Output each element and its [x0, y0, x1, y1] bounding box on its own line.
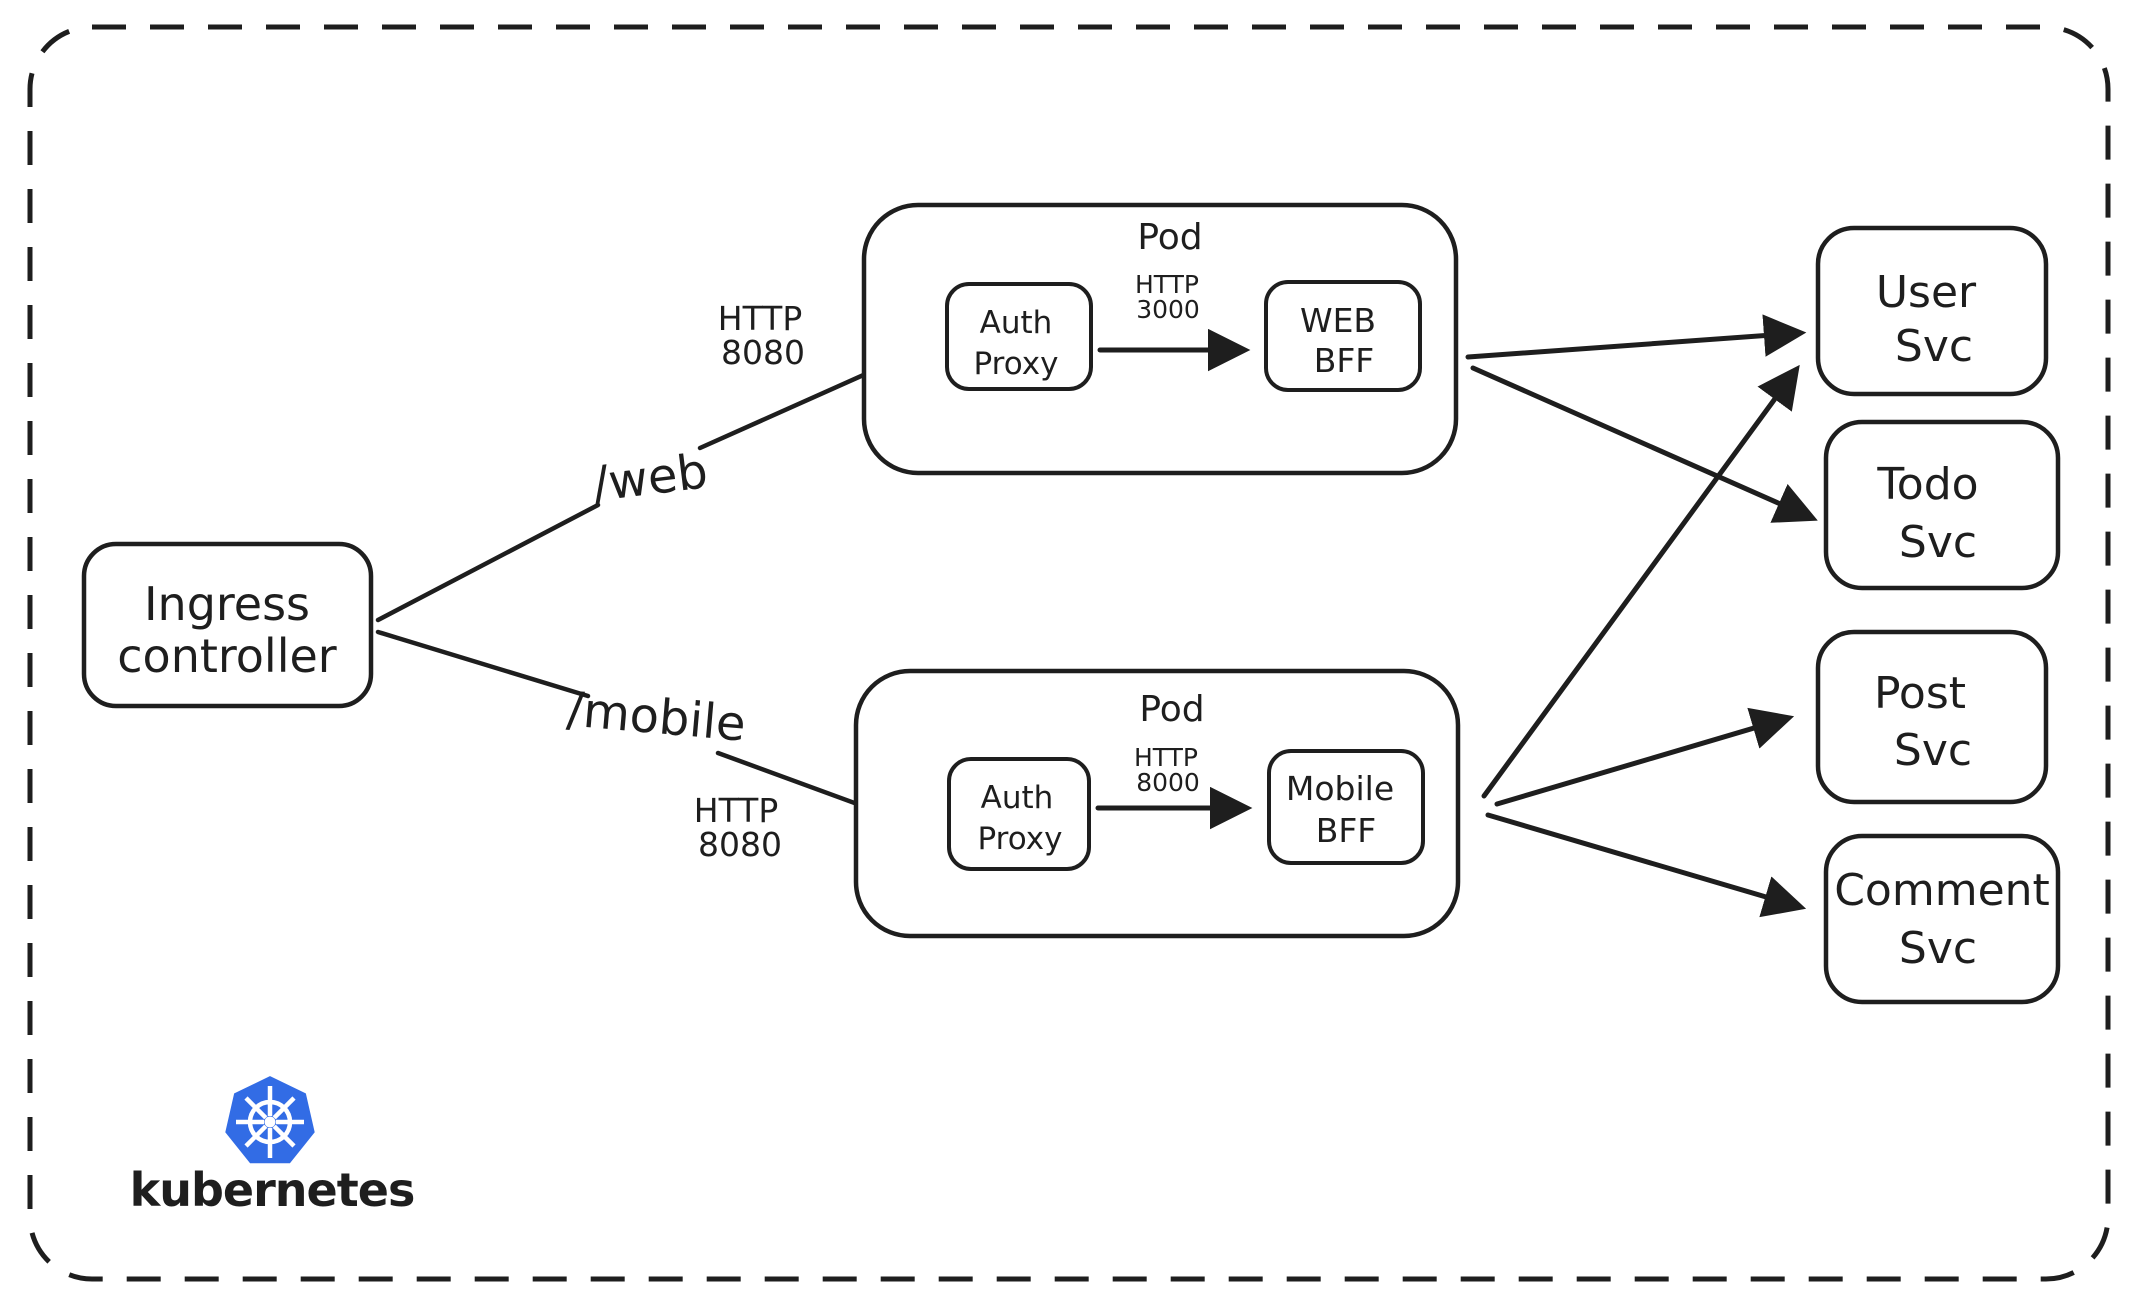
service-post-node: Post Svc [1815, 629, 2049, 805]
mobile-auth-proxy-label-line2: Proxy [978, 821, 1063, 857]
service-post-box [1815, 629, 2049, 805]
mobile-bff-label-line1: Mobile [1286, 769, 1394, 808]
mobile-pod-title: Pod [1139, 689, 1204, 730]
web-bff-label-line1: WEB [1300, 301, 1376, 340]
web-auth-proxy-label-line2: Proxy [974, 346, 1059, 382]
web-bff-node [1264, 280, 1422, 392]
web-internal-port-label-line2: 3000 [1136, 295, 1200, 324]
route-mobile-line-start [375, 629, 591, 699]
web-pod-title: Pod [1137, 217, 1202, 258]
web-auth-proxy-label-line1: Auth [980, 305, 1053, 341]
web-pod-box [861, 202, 1459, 476]
service-user-box [1815, 225, 2049, 397]
kubernetes-wheel-icon [236, 1086, 304, 1158]
ingress-controller-label-line1: Ingress [144, 577, 310, 631]
service-todo-label-line1: Todo [1876, 459, 1978, 510]
route-web-port-label-line2: 8080 [721, 333, 805, 372]
service-todo-box [1823, 419, 2061, 591]
ingress-controller-label-line2: controller [117, 629, 337, 683]
route-mobile-arrow: /mobile HTTP 8080 [375, 629, 907, 864]
route-web-path-label: /web [589, 443, 710, 513]
route-web-arrow: /web HTTP 8080 [375, 299, 912, 623]
mobile-internal-port-label-line1: HTTP [1134, 743, 1198, 772]
service-user-node: User Svc [1815, 225, 2049, 397]
mobile-bff-node [1267, 749, 1425, 865]
kubernetes-wordmark: kubernetes [130, 1163, 415, 1217]
service-comment-box [1823, 833, 2061, 1005]
service-comment-node: Comment Svc [1823, 833, 2061, 1005]
mobile-auth-proxy-node [947, 757, 1091, 871]
arrow-mobilebff-to-user-svc [1481, 364, 1800, 799]
service-comment-label-line2: Svc [1899, 923, 1977, 974]
web-auth-proxy-node [945, 282, 1093, 391]
service-todo-label-line2: Svc [1899, 517, 1977, 568]
route-mobile-port-label-line1: HTTP [694, 791, 778, 830]
service-user-label-line1: User [1876, 267, 1977, 318]
web-bff-label-line2: BFF [1314, 341, 1375, 380]
ingress-controller-box [81, 541, 374, 709]
kubernetes-logo: kubernetes [130, 1073, 415, 1217]
arrow-mobilebff-to-comment-svc [1485, 812, 1807, 918]
route-web-port-label-line1: HTTP [718, 299, 802, 338]
arrow-webbff-to-user-svc [1465, 314, 1807, 360]
cluster-boundary [27, 24, 2111, 1282]
service-comment-label-line1: Comment [1834, 865, 2050, 916]
route-mobile-port-label-line2: 8080 [698, 825, 782, 864]
service-post-label-line1: Post [1874, 668, 1966, 719]
mobile-internal-port-label-line2: 8000 [1136, 768, 1200, 797]
route-mobile-path-label: /mobile [565, 681, 748, 752]
service-user-label-line2: Svc [1895, 321, 1973, 372]
service-post-label-line2: Svc [1894, 725, 1972, 776]
web-pod: Pod Auth Proxy HTTP 3000 WEB BFF [861, 202, 1459, 476]
mobile-auth-proxy-label-line1: Auth [981, 780, 1054, 816]
web-internal-port-label-line1: HTTP [1135, 270, 1199, 299]
mobile-pod: Pod Auth Proxy HTTP 8000 Mobile BFF [853, 668, 1461, 939]
arrow-mobilebff-to-post-svc [1494, 707, 1795, 807]
route-web-line-start [375, 502, 601, 623]
ingress-controller-node: Ingress controller [81, 541, 374, 709]
mobile-bff-label-line2: BFF [1316, 811, 1377, 850]
service-todo-node: Todo Svc [1823, 419, 2061, 591]
arrow-webbff-to-todo-svc [1470, 365, 1818, 523]
